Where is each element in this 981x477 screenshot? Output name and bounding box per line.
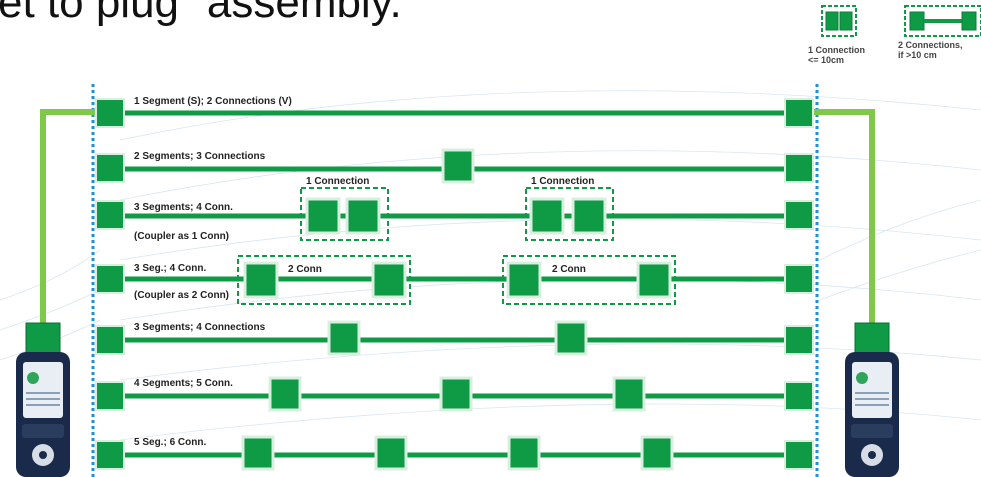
page-title: et to plug" assembly. <box>0 0 402 27</box>
row-7: 5 Seg.; 6 Conn. <box>95 435 814 471</box>
row-3-label: 3 Segments; 4 Conn. <box>134 202 233 213</box>
row-2-label: 2 Segments; 3 Connections <box>134 151 266 162</box>
status-icon <box>856 372 868 384</box>
row-4: 3 Seg.; 4 Conn. (Coupler as 2 Conn) 2 Co… <box>95 255 814 305</box>
row-1: 1 Segment (S); 2 Connections (V) <box>95 96 814 128</box>
row-6-label: 4 Segments; 5 Conn. <box>134 378 233 389</box>
row-4-group-2-label: 2 Conn <box>552 264 586 275</box>
legend-two-label: 2 Connections, if >10 cm <box>898 40 963 60</box>
legend-one-line2: <= 10cm <box>808 55 845 65</box>
row-5: 3 Segments; 4 Connections <box>95 320 814 356</box>
row-7-label: 5 Seg.; 6 Conn. <box>134 437 206 448</box>
legend-one-label: 1 Connection <= 10cm <box>808 45 865 65</box>
row-2: 2 Segments; 3 Connections <box>95 148 814 184</box>
row-4-sub: (Coupler as 2 Conn) <box>134 290 229 301</box>
row-6: 4 Segments; 5 Conn. <box>95 376 814 412</box>
legend-one-icon <box>821 5 857 37</box>
status-icon <box>27 372 39 384</box>
legend-two-line2: if >10 cm <box>898 50 937 60</box>
row-3-sub: (Coupler as 1 Conn) <box>134 231 229 242</box>
row-3: 3 Segments; 4 Conn. (Coupler as 1 Conn) … <box>95 176 814 242</box>
row-3-group-2-label: 1 Connection <box>531 176 594 187</box>
row-4-group-1-label: 2 Conn <box>288 264 322 275</box>
row-5-label: 3 Segments; 4 Connections <box>134 322 266 333</box>
left-tester-device <box>16 322 70 477</box>
left-device-lead <box>40 109 108 330</box>
row-4-label: 3 Seg.; 4 Conn. <box>134 263 206 274</box>
legend-one-line1: 1 Connection <box>808 45 866 55</box>
legend-two-icon <box>904 5 981 37</box>
legend-two-line1: 2 Connections, <box>898 40 963 50</box>
right-tester-device <box>845 322 899 477</box>
row-3-group-1-label: 1 Connection <box>306 176 369 187</box>
row-1-label: 1 Segment (S); 2 Connections (V) <box>134 96 292 107</box>
right-device-lead <box>812 109 875 330</box>
